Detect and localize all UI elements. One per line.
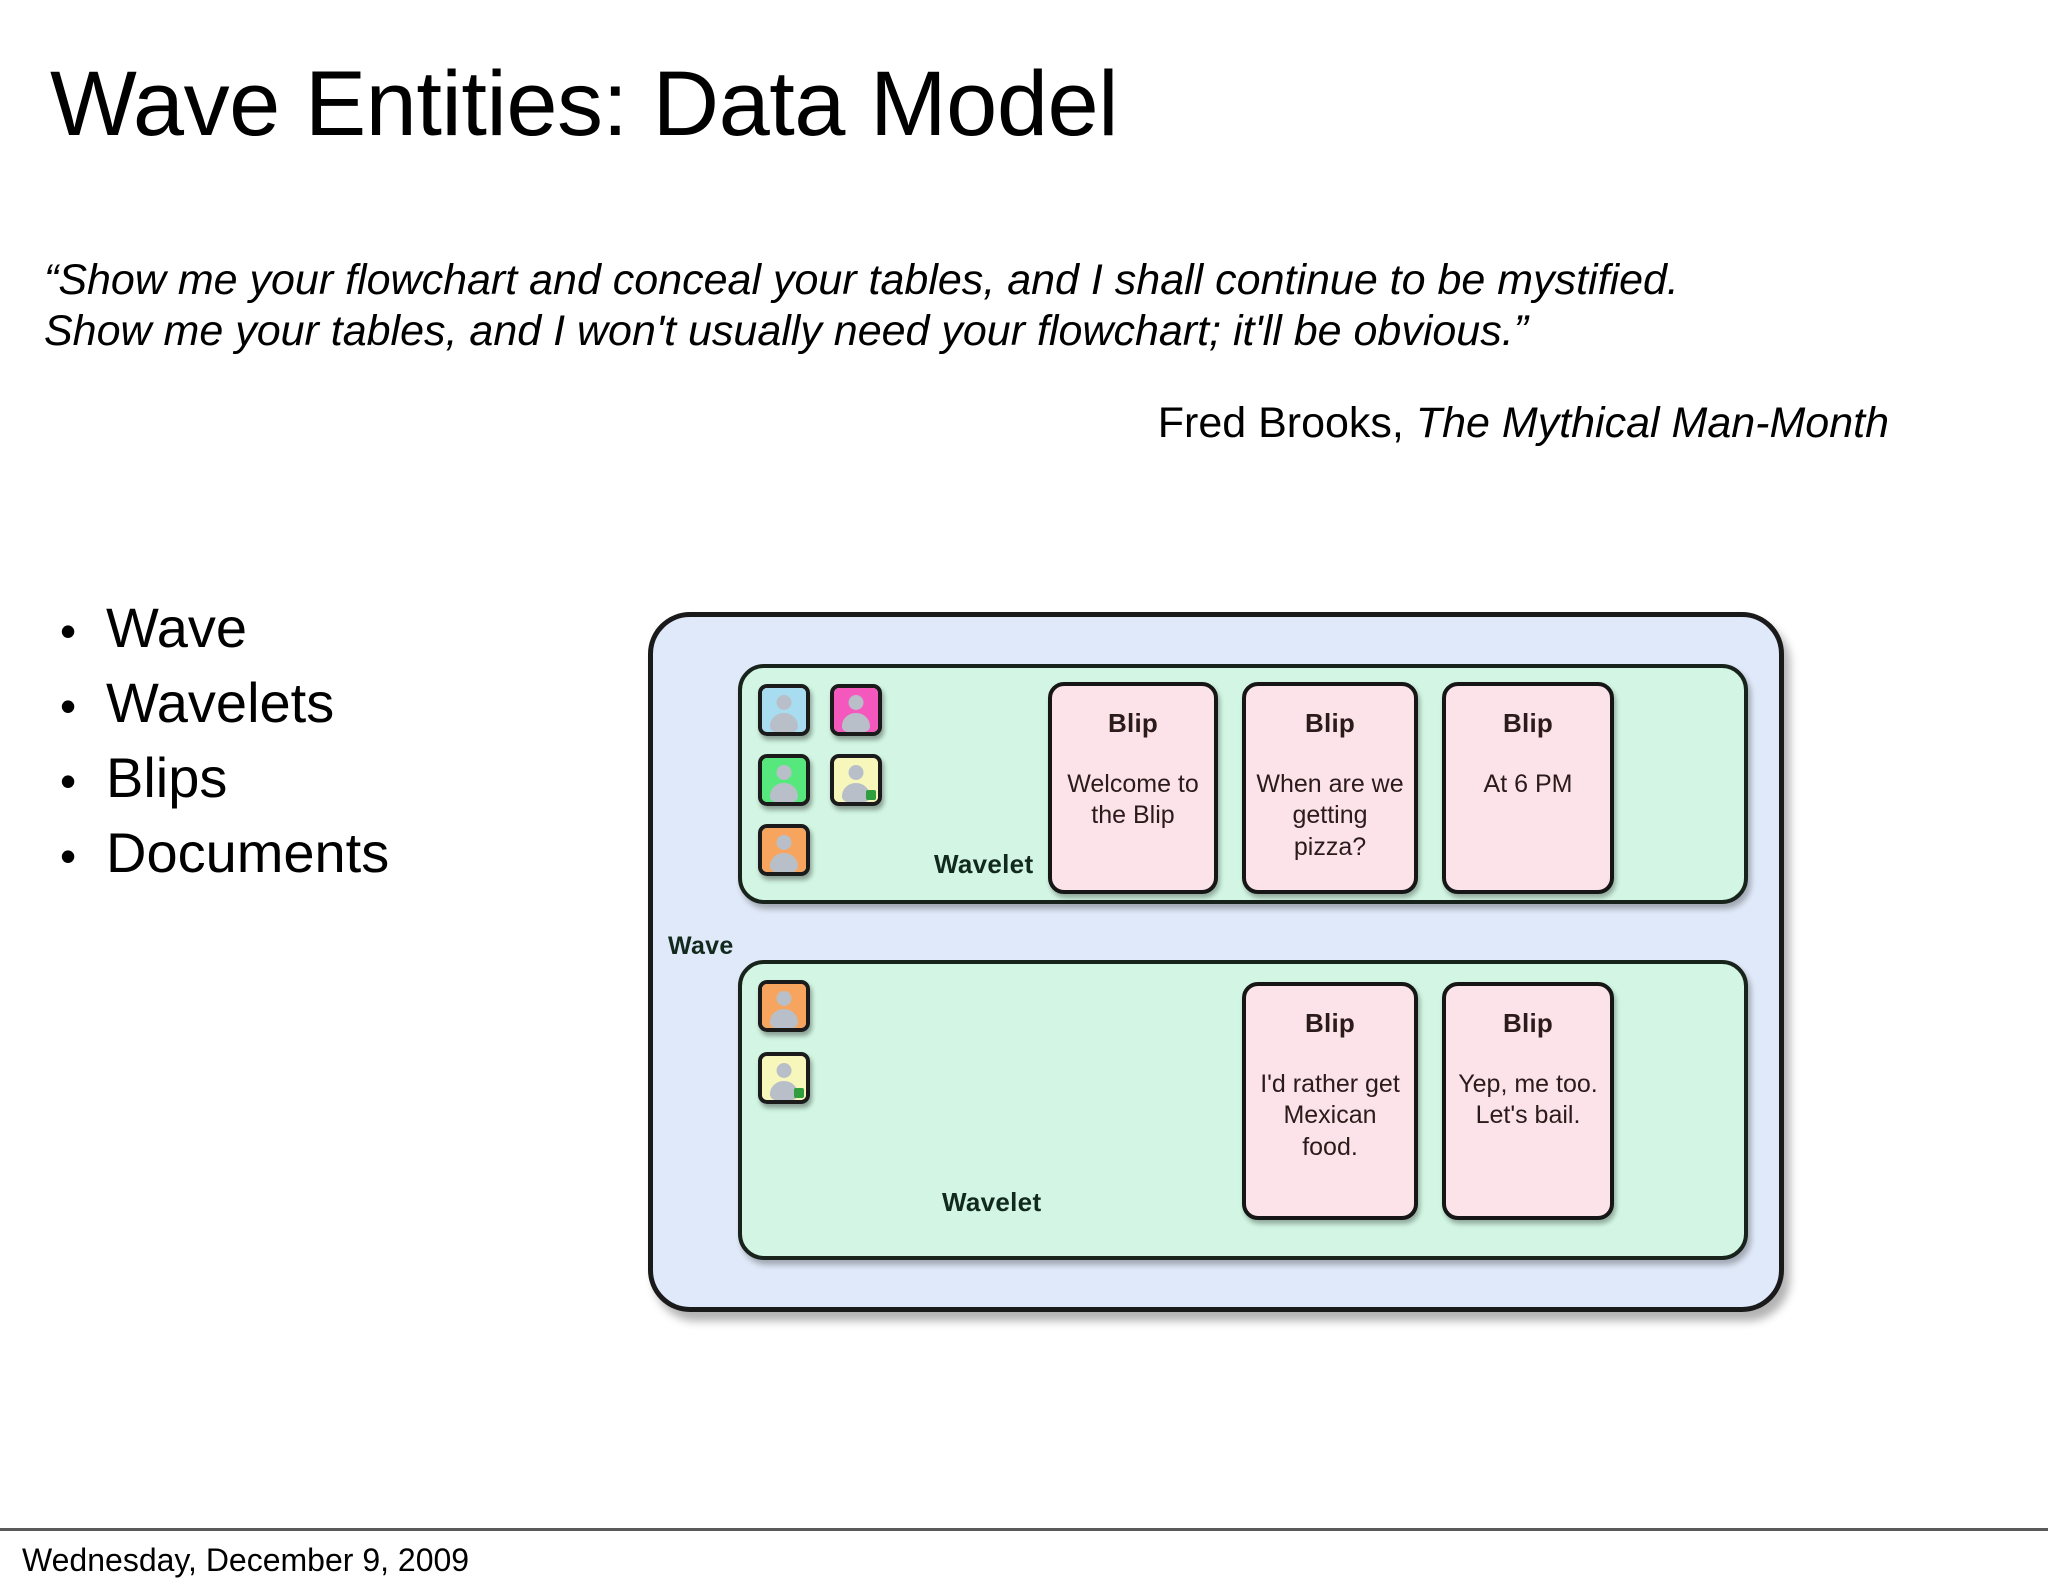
wave-label: Wave (668, 932, 734, 960)
list-item-blips: • Blips (60, 750, 620, 825)
blip-title: Blip (1503, 708, 1553, 738)
blip-text-line: the Blip (1091, 801, 1175, 830)
avatar-body (769, 782, 799, 802)
blip-card[interactable]: Blip Welcome to the Blip (1048, 682, 1218, 894)
avatar-body (841, 712, 871, 732)
list-item-wavelets: • Wavelets (60, 675, 620, 750)
blip-text: Welcome to the Blip (1052, 769, 1214, 832)
avatar-orange-icon (758, 824, 810, 876)
avatar-yellow-icon (830, 754, 882, 806)
blip-text-line: getting pizza? (1292, 801, 1368, 861)
avatar-blue-icon (758, 684, 810, 736)
avatar-body (841, 782, 871, 802)
blip-card[interactable]: Blip When are we getting pizza? (1242, 682, 1418, 894)
quote-line-1: “Show me your flowchart and conceal your… (44, 256, 1679, 304)
avatar-head (776, 695, 792, 710)
avatar-head (776, 765, 792, 780)
wavelet-top: Wavelet Blip (738, 664, 1748, 904)
bullet-marker-icon: • (60, 830, 77, 882)
avatar-body (769, 712, 799, 732)
blip-card[interactable]: Blip Yep, me too. Let's bail. (1442, 982, 1614, 1220)
blip-title: Blip (1108, 708, 1158, 738)
avatar-green-icon (758, 754, 810, 806)
blip-text: I'd rather get Mexican food. (1246, 1069, 1414, 1163)
bullet-marker-icon: • (60, 680, 77, 732)
avatar-status-dot-icon (866, 790, 876, 800)
blip-card[interactable]: Blip I'd rather get Mexican food. (1242, 982, 1418, 1220)
bullet-marker-icon: • (60, 605, 77, 657)
bullet-label: Wave (106, 596, 248, 659)
avatar-head (776, 835, 792, 850)
blip-text-line: When are we (1256, 770, 1404, 798)
avatar-body (769, 1080, 799, 1100)
blip-title: Blip (1305, 1008, 1355, 1038)
wave-data-model-diagram: Wave Wavelet (648, 612, 1784, 1312)
blip-text-line: I'd rather get (1260, 1070, 1400, 1098)
blip-text-line: Yep, me too. (1458, 1070, 1598, 1098)
bullet-list: • Wave • Wavelets • Blips • Documents (60, 600, 620, 900)
avatar-status-dot-icon (794, 1088, 804, 1098)
list-item-documents: • Documents (60, 825, 620, 900)
footer-divider (0, 1528, 2048, 1531)
bullet-label: Documents (106, 821, 390, 884)
avatar-body (769, 852, 799, 872)
blip-title: Blip (1503, 1008, 1553, 1038)
avatar-pink-icon (830, 684, 882, 736)
avatar-orange-icon (758, 980, 810, 1032)
blip-text: At 6 PM (1446, 769, 1610, 800)
wavelet-label: Wavelet (942, 1187, 1042, 1217)
page-title: Wave Entities: Data Model (50, 53, 1119, 155)
attribution-work-title: The Mythical Man-Month (1415, 399, 1889, 447)
footer-date: Wednesday, December 9, 2009 (22, 1542, 470, 1578)
blip-text: Yep, me too. Let's bail. (1446, 1069, 1610, 1132)
wavelet-bottom: Wavelet Blip I'd rather get Mexican food… (738, 960, 1748, 1260)
blip-card[interactable]: Blip At 6 PM (1442, 682, 1614, 894)
bullet-marker-icon: • (60, 755, 77, 807)
avatar-head (776, 1063, 792, 1078)
quote-line-2: Show me your tables, and I won't usually… (44, 307, 1528, 356)
quote-block: “Show me your flowchart and conceal your… (44, 255, 2004, 357)
avatar-head (776, 991, 792, 1006)
avatar-body (769, 1008, 799, 1028)
quote-attribution: Fred Brooks, The Mythical Man-Month (44, 398, 1889, 450)
wavelet-label: Wavelet (934, 849, 1034, 879)
list-item-wave: • Wave (60, 600, 620, 675)
blip-text: When are we getting pizza? (1246, 769, 1414, 863)
blip-text-line: Let's bail. (1475, 1101, 1581, 1130)
blip-title: Blip (1305, 708, 1355, 738)
avatar-head (848, 765, 864, 780)
blip-text-line: At 6 PM (1483, 770, 1573, 798)
avatar-yellow-icon (758, 1052, 810, 1104)
bullet-label: Wavelets (106, 671, 335, 734)
avatar-head (848, 695, 864, 710)
attribution-author: Fred Brooks, (1157, 399, 1416, 447)
blip-text-line: Welcome to (1067, 770, 1199, 798)
blip-text-line: Mexican food. (1283, 1101, 1377, 1161)
bullet-label: Blips (106, 746, 228, 809)
